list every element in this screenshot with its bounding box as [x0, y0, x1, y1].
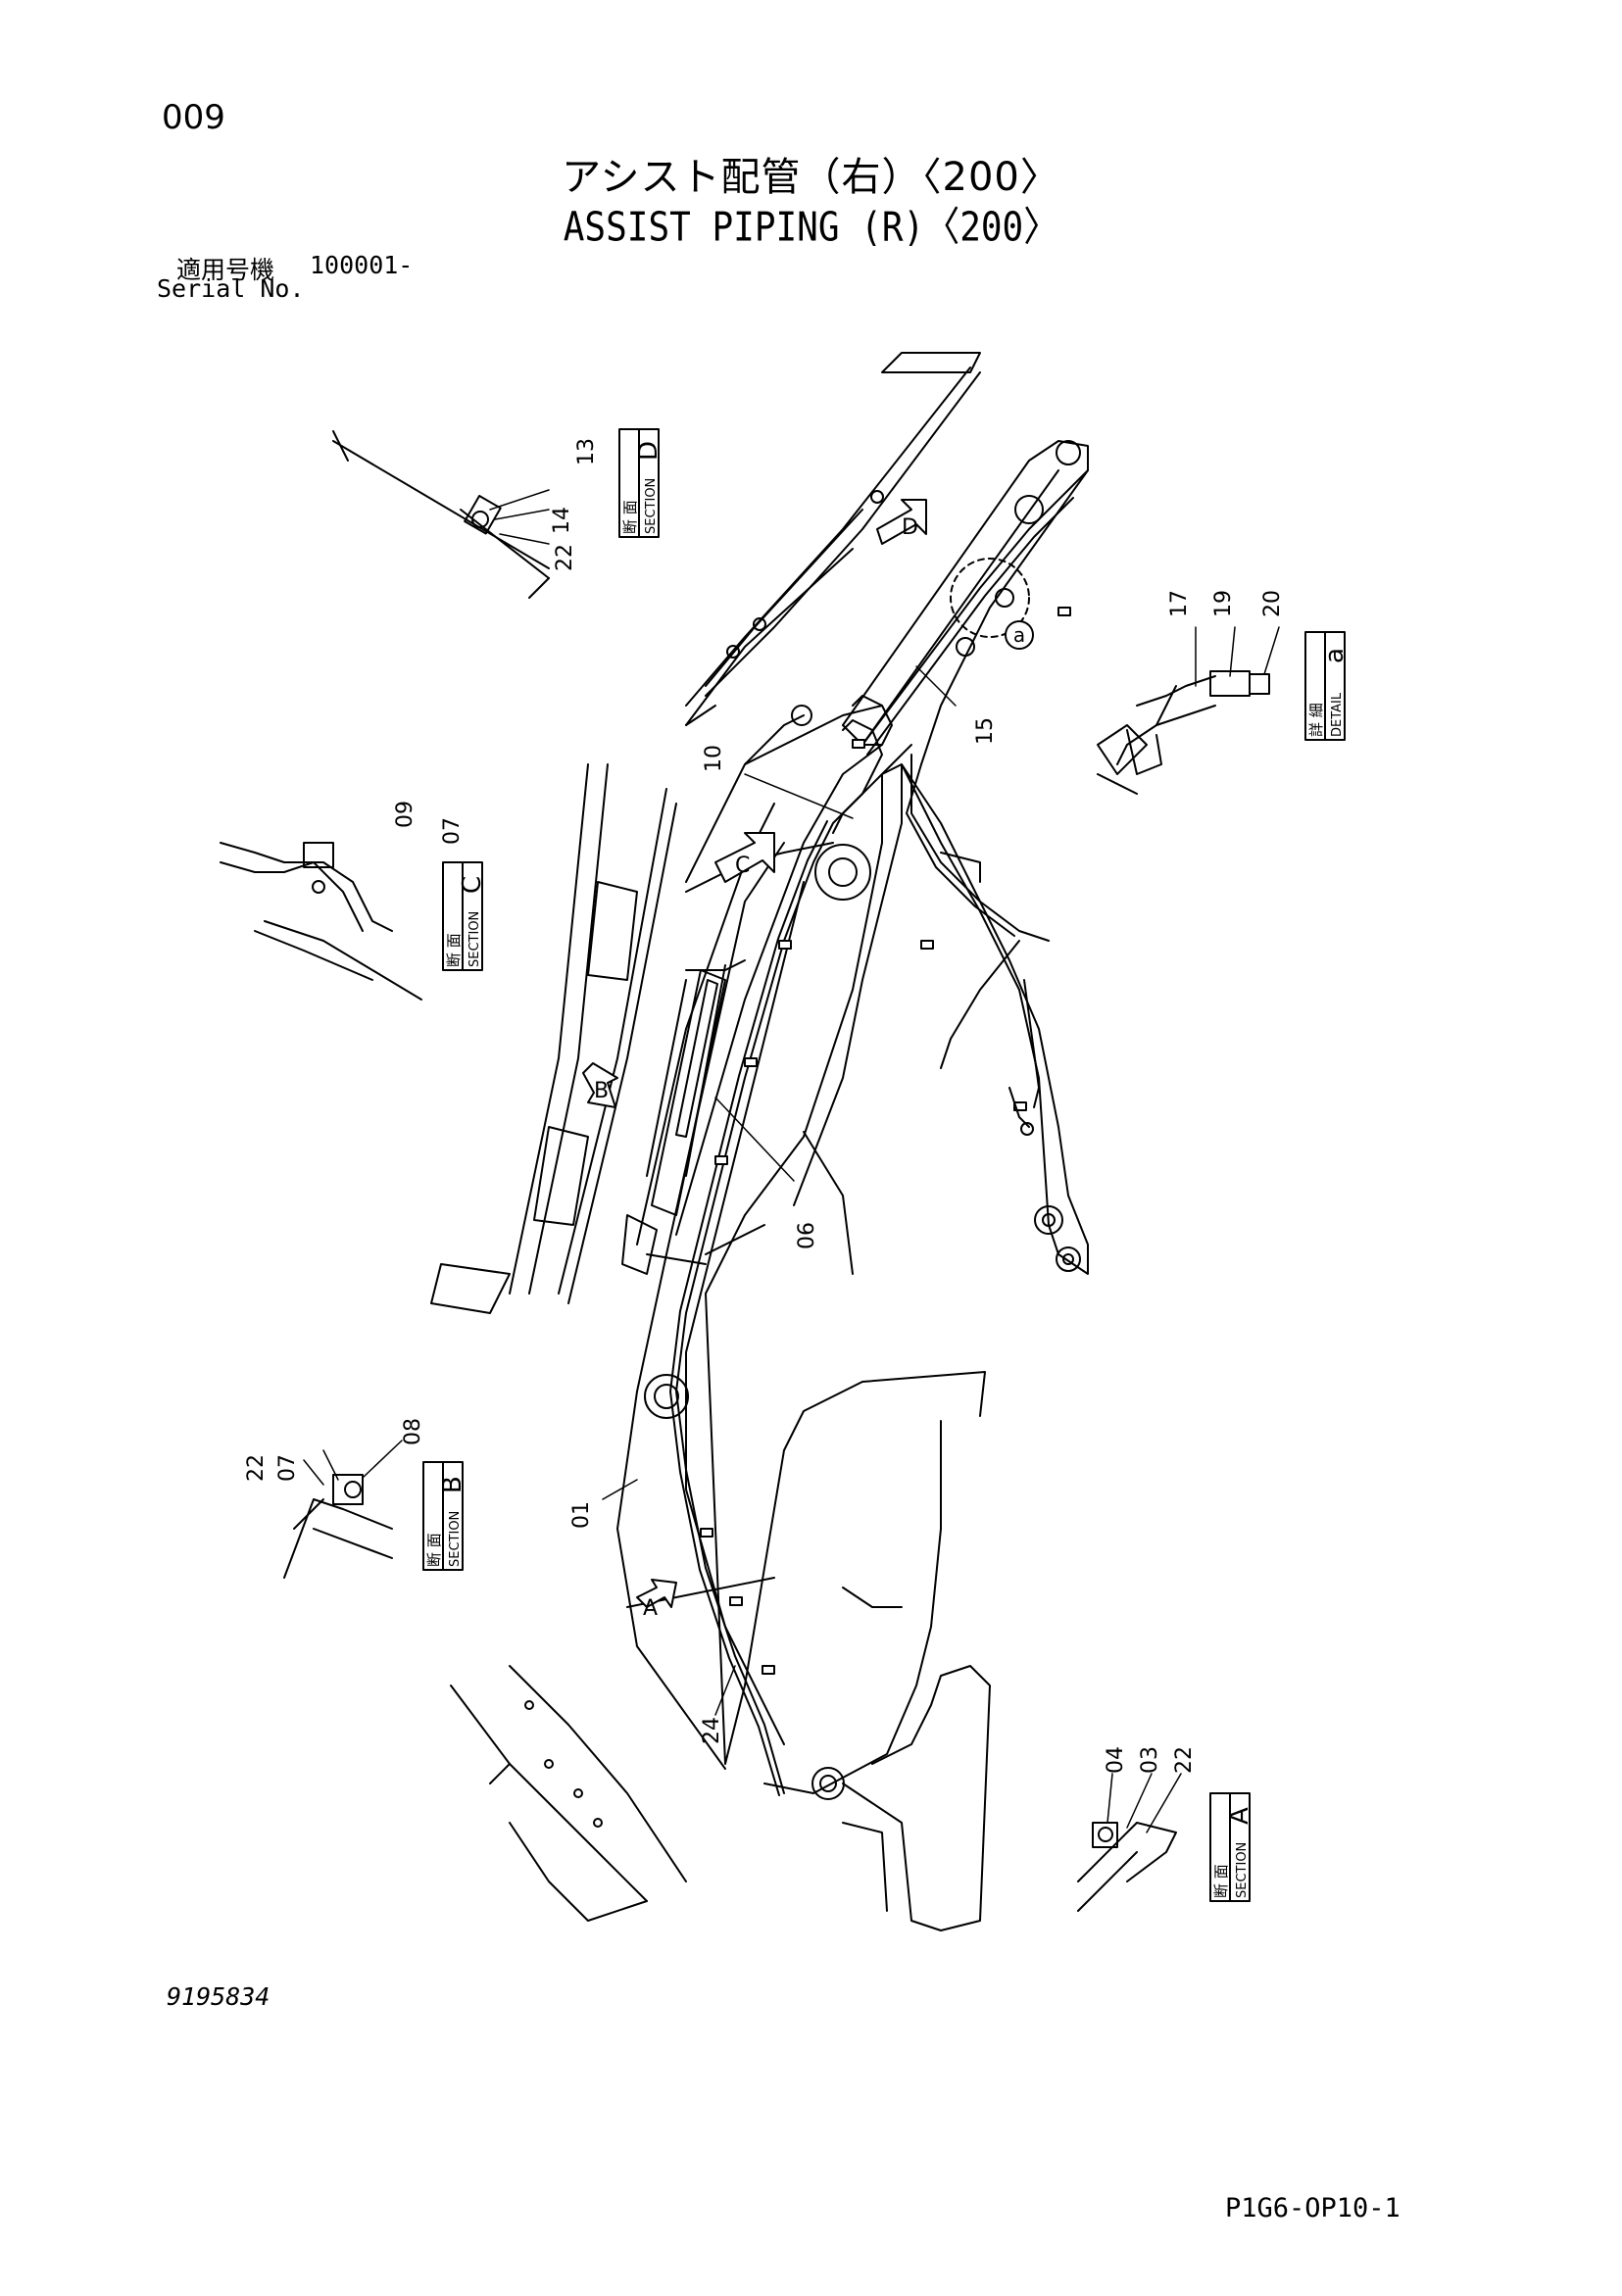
serial-label-english: Serial No. [157, 274, 305, 303]
section-d-jp: 断 面 [621, 500, 639, 534]
sheet-code: P1G6-OP10-1 [1225, 2193, 1401, 2223]
section-d-letter: D [634, 441, 664, 461]
view-arrow-d: D [876, 499, 927, 545]
detail-a-letter: a [1320, 648, 1350, 663]
section-d-view [685, 352, 981, 726]
section-c-inset [220, 842, 422, 1001]
part-label-22-b: 22 [244, 1454, 269, 1482]
part-label-14: 14 [550, 507, 574, 534]
page-title-english: ASSIST PIPING (R)〈200〉 [563, 204, 1059, 251]
section-c-letter: C [458, 876, 487, 894]
part-label-07-b: 07 [275, 1454, 300, 1482]
section-d-inset [332, 430, 550, 599]
section-c-view [430, 763, 677, 1314]
section-b-box [422, 1461, 464, 1571]
part-label-06: 06 [795, 1222, 819, 1249]
section-a-view [450, 1665, 687, 1922]
detail-marker: a [950, 558, 1034, 650]
serial-value: 100001- [310, 251, 414, 279]
part-number-labels: 13 14 22 09 07 10 15 06 01 24 22 07 08 1… [244, 438, 1285, 1774]
section-a-en: SECTION [1235, 1842, 1250, 1898]
arm-structure [636, 440, 1089, 1275]
section-b-inset [283, 1440, 403, 1579]
part-label-22-a: 22 [1172, 1746, 1197, 1774]
section-d-en: SECTION [644, 478, 659, 534]
detail-a-en: DETAIL [1330, 692, 1345, 737]
drawing-number: 9195834 [167, 1982, 270, 2011]
hose-clamps [700, 607, 1071, 1675]
detail-a-inset [1097, 626, 1280, 795]
page-title-japanese: アシスト配管（右）〈200〉 [562, 155, 1060, 200]
section-a-box [1209, 1792, 1251, 1902]
part-label-04: 04 [1104, 1746, 1128, 1774]
part-label-20: 20 [1260, 590, 1285, 617]
part-label-13: 13 [574, 438, 599, 465]
part-label-24: 24 [700, 1717, 724, 1744]
section-b-jp: 断 面 [425, 1533, 443, 1567]
boom-cylinder [621, 969, 726, 1275]
section-c-jp: 断 面 [445, 933, 463, 967]
svg-text:D: D [902, 515, 918, 540]
section-b-en: SECTION [448, 1511, 463, 1567]
section-a-inset [1077, 1773, 1182, 1912]
detail-a-jp: 詳 細 [1307, 703, 1325, 737]
part-label-07-c: 07 [440, 817, 465, 845]
svg-text:B: B [594, 1079, 609, 1103]
part-label-09: 09 [393, 801, 418, 828]
svg-text:A: A [643, 1596, 658, 1621]
section-c-box [442, 861, 483, 971]
part-label-17: 17 [1167, 590, 1192, 617]
view-arrow-a: A [636, 1579, 677, 1621]
callout-leaders [602, 665, 957, 1716]
boom-outline [616, 763, 986, 1800]
section-d-box [618, 428, 660, 538]
section-a-jp: 断 面 [1212, 1864, 1230, 1898]
section-labels: 断 面 SECTION D 断 面 SECTION C 断 面 SECTION … [425, 441, 1350, 1898]
part-label-22-d: 22 [553, 544, 577, 571]
part-label-08: 08 [401, 1418, 425, 1445]
page-number: 009 [162, 98, 225, 137]
view-arrow-b: B [582, 1062, 618, 1108]
view-arrow-c: C [714, 832, 775, 883]
part-label-03: 03 [1138, 1746, 1162, 1774]
part-label-15: 15 [973, 717, 998, 745]
hose-end-fittings [1008, 1087, 1034, 1136]
part-label-19: 19 [1211, 590, 1236, 617]
svg-text:a: a [1013, 623, 1025, 647]
base-frame [842, 1665, 991, 1931]
section-b-letter: B [438, 1476, 467, 1493]
part-label-10: 10 [702, 745, 726, 772]
part-label-01: 01 [569, 1501, 594, 1529]
serial-label-japanese: 適用号機 [176, 256, 275, 284]
section-c-en: SECTION [467, 911, 482, 967]
section-a-letter: A [1225, 1807, 1254, 1825]
detail-a-box [1304, 631, 1346, 741]
svg-text:C: C [735, 854, 750, 878]
